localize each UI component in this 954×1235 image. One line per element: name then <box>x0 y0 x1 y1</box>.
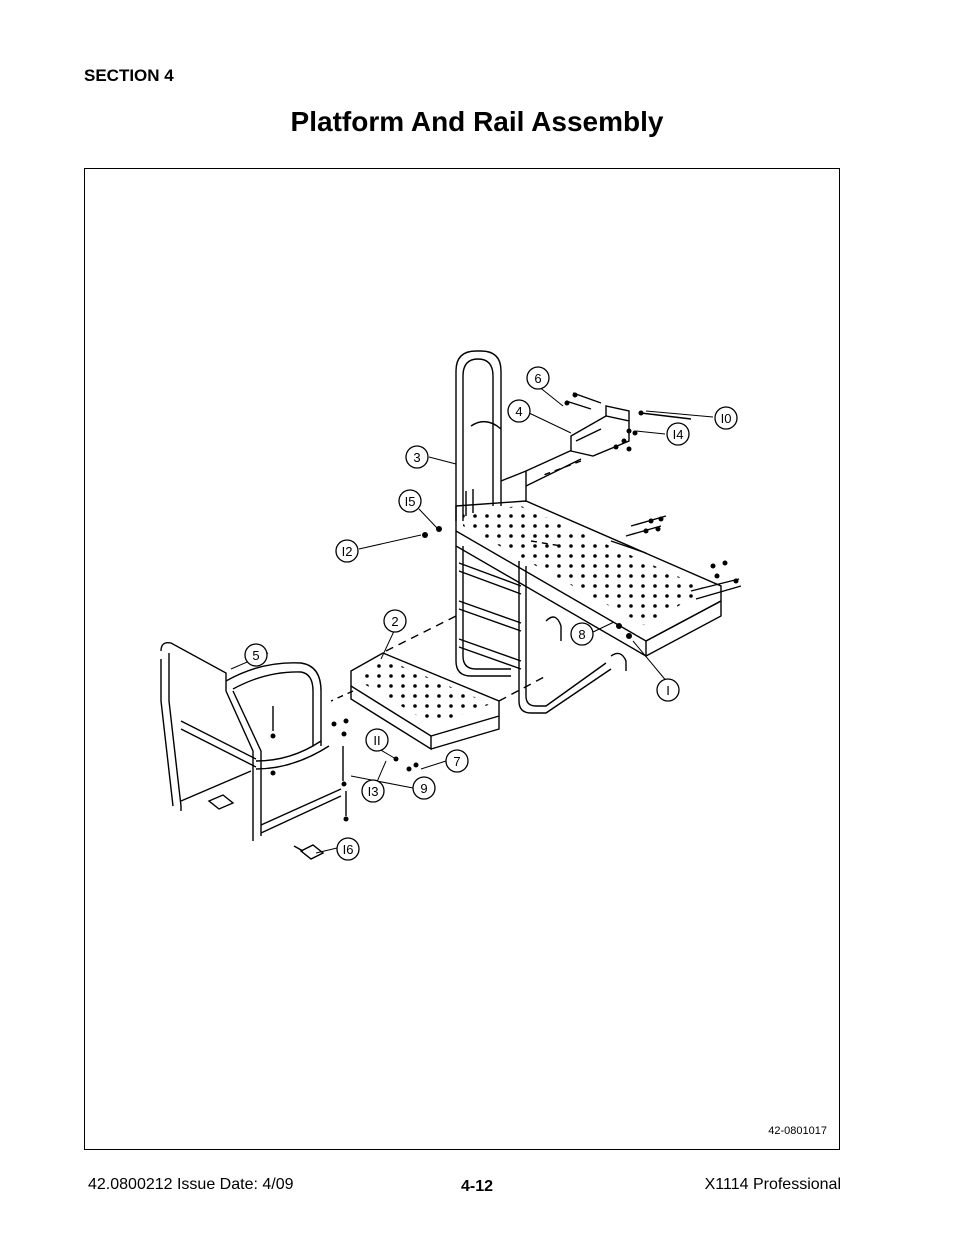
callout-5: 5 <box>244 643 268 667</box>
callout-8: 8 <box>570 622 594 646</box>
figure-frame: I 2 3 4 5 6 7 8 9 I0 II I2 I3 I4 I5 I6 4… <box>84 168 840 1150</box>
svg-text:I3: I3 <box>368 784 379 799</box>
callout-11: II <box>365 728 389 752</box>
svg-text:2: 2 <box>391 614 398 629</box>
callout-6: 6 <box>526 366 550 390</box>
svg-text:I: I <box>666 683 670 698</box>
callout-12: I2 <box>335 539 359 563</box>
svg-text:4: 4 <box>515 404 522 419</box>
svg-text:6: 6 <box>534 371 541 386</box>
callout-14: I4 <box>666 422 690 446</box>
page-title: Platform And Rail Assembly <box>290 106 664 137</box>
callout-7: 7 <box>445 749 469 773</box>
svg-text:I4: I4 <box>673 427 684 442</box>
callout-15: I5 <box>398 489 422 513</box>
product-name: X1114 Professional <box>704 1176 841 1193</box>
svg-text:8: 8 <box>578 627 585 642</box>
callout-3: 3 <box>405 445 429 469</box>
exploded-assembly-drawing: I 2 3 4 5 6 7 8 9 I0 II I2 I3 I4 I5 I6 <box>160 350 742 861</box>
svg-text:5: 5 <box>252 648 259 663</box>
document-info: 42.0800212 Issue Date: 4/09 <box>88 1176 294 1193</box>
svg-text:9: 9 <box>420 781 427 796</box>
page-number: 4-12 <box>460 1178 494 1195</box>
svg-text:I5: I5 <box>405 494 416 509</box>
callout-1: I <box>656 678 680 702</box>
callout-16: I6 <box>336 837 360 861</box>
svg-text:II: II <box>373 733 380 748</box>
section-label: SECTION 4 <box>84 66 174 85</box>
callout-13: I3 <box>361 779 385 803</box>
callout-9: 9 <box>412 776 436 800</box>
svg-text:3: 3 <box>413 450 420 465</box>
svg-text:I6: I6 <box>343 842 354 857</box>
svg-text:7: 7 <box>453 754 460 769</box>
callout-4: 4 <box>507 399 531 423</box>
svg-text:I0: I0 <box>721 411 732 426</box>
callout-2: 2 <box>383 609 407 633</box>
drawing-number: 42-0801017 <box>768 1125 827 1137</box>
callout-10: I0 <box>714 406 738 430</box>
svg-text:I2: I2 <box>342 544 353 559</box>
